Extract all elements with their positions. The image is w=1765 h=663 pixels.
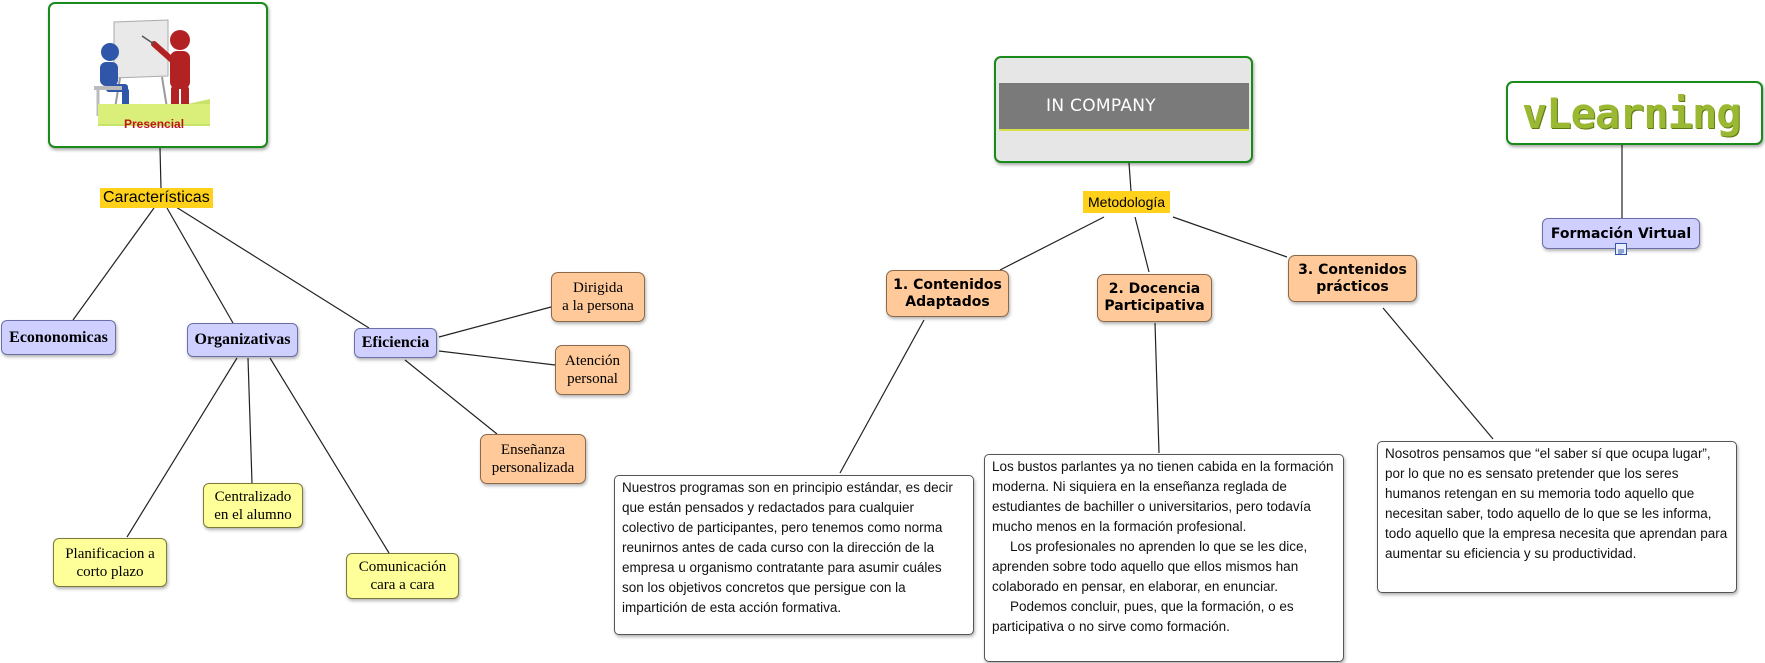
dirigida-line-1: Dirigida <box>572 280 623 296</box>
atencion-line-2: personal <box>567 371 618 387</box>
link-docencia-text <box>1154 322 1160 454</box>
link-presencial-caracteristicas <box>159 147 162 190</box>
centralizado-line-1: Centralizado <box>214 488 292 505</box>
presencial-image-node[interactable]: Presencial <box>48 2 268 148</box>
link-metodologia-contenidos-practicos <box>1172 216 1288 258</box>
in-company-image-node[interactable]: IN COMPANY <box>994 56 1253 163</box>
textbox-3-text: Nosotros pensamos que “el saber sí que o… <box>1385 446 1728 561</box>
ensenanza-line-1: Enseñanza <box>500 442 566 458</box>
node-economicas[interactable]: Econonomicas <box>1 320 116 355</box>
formacion-virtual-label: Formación Virtual <box>1550 225 1692 242</box>
contenidos-practicos-line-1: 3. Contenidos <box>1298 261 1407 278</box>
link-contenidos-practicos-text <box>1382 307 1494 440</box>
node-atencion[interactable]: Atención personal <box>555 345 630 395</box>
ensenanza-line-2: personalizada <box>491 460 575 476</box>
presencial-illustration <box>94 19 210 126</box>
vlearning-image-node[interactable]: vLearning <box>1506 81 1763 145</box>
note-icon[interactable] <box>1615 243 1627 255</box>
note-glyph <box>1618 249 1624 255</box>
centralizado-line-2: en el alumno <box>214 506 292 523</box>
textbox-2-para-3: Podemos concluir, pues, que la formación… <box>992 599 1294 634</box>
docencia-line-1: 2. Docencia <box>1108 281 1201 297</box>
textbox-2-para-1: Los bustos parlantes ya no tienen cabida… <box>992 459 1334 534</box>
topic-metodologia[interactable]: Metodología <box>1083 191 1171 213</box>
link-eficiencia-dirigida <box>438 306 552 338</box>
textbox-contenidos-practicos[interactable]: Nosotros pensamos que “el saber sí que o… <box>1377 441 1737 593</box>
node-dirigida[interactable]: Dirigida a la persona <box>551 272 645 322</box>
in-company-banner <box>999 83 1249 131</box>
vlearning-logo: vLearning <box>1522 89 1742 138</box>
contenidos-adaptados-line-2: Adaptados <box>905 293 990 310</box>
textbox-contenidos-adaptados[interactable]: Nuestros programas son en principio está… <box>614 475 974 635</box>
link-metodologia-docencia <box>1134 216 1150 273</box>
link-organizativas-comunicacion <box>269 357 390 554</box>
textbox-2-para-2: Los profesionales no aprenden lo que se … <box>992 539 1308 594</box>
in-company-title: IN COMPANY <box>1046 96 1156 116</box>
dirigida-line-2: a la persona <box>562 298 634 314</box>
planificacion-line-1: Planificacion a <box>65 545 155 562</box>
docencia-line-2: Participativa <box>1104 298 1205 314</box>
link-incompany-metodologia <box>1128 162 1132 192</box>
node-eficiencia[interactable]: Eficiencia <box>354 328 437 358</box>
topic-caracteristicas[interactable]: Características <box>100 188 213 208</box>
link-eficiencia-ensenanza <box>404 359 498 435</box>
link-caracteristicas-eficiencia <box>175 206 370 329</box>
link-metodologia-contenidos-adaptados <box>999 216 1105 271</box>
node-comunicacion[interactable]: Comunicación cara a cara <box>346 553 459 599</box>
textbox-docencia-participativa[interactable]: Los bustos parlantes ya no tienen cabida… <box>984 454 1344 662</box>
contenidos-adaptados-line-1: 1. Contenidos <box>893 276 1002 293</box>
node-organizativas[interactable]: Organizativas <box>187 323 298 357</box>
comunicacion-line-2: cara a cara <box>370 577 435 593</box>
presencial-badge-text: Presencial <box>124 117 185 131</box>
link-organizativas-planificacion <box>126 357 238 538</box>
link-organizativas-centralizado <box>247 357 253 484</box>
link-eficiencia-atencion <box>438 350 556 366</box>
contenidos-practicos-line-2: prácticos <box>1316 278 1389 295</box>
node-ensenanza[interactable]: Enseñanza personalizada <box>480 434 586 484</box>
link-caracteristicas-organizativas <box>166 207 234 324</box>
planificacion-line-2: corto plazo <box>76 563 144 580</box>
comunicacion-line-1: Comunicación <box>358 559 447 575</box>
link-caracteristicas-economicas <box>72 207 155 321</box>
atencion-line-1: Atención <box>565 353 620 369</box>
link-contenidos-adaptados-text <box>839 319 925 474</box>
textbox-1-text: Nuestros programas son en principio está… <box>622 480 953 615</box>
